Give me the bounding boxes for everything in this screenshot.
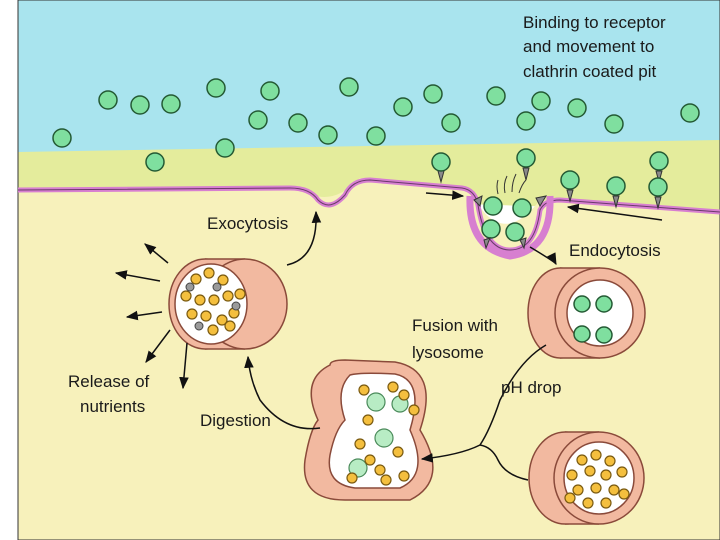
particle <box>52 128 72 148</box>
fusion-arrow <box>420 344 547 463</box>
particle <box>130 95 150 115</box>
particle <box>680 103 700 123</box>
binding-label-line2: and movement to <box>523 37 654 56</box>
frame-border <box>17 0 720 540</box>
extracellular-space <box>18 0 720 155</box>
clathrin-coated-pit <box>466 173 554 260</box>
particle <box>516 111 536 131</box>
binding-label-line3: clathrin coated pit <box>523 62 657 81</box>
particle <box>248 110 268 130</box>
release-arrows <box>114 243 189 390</box>
digestion-arrow <box>244 355 321 430</box>
particle <box>288 113 308 133</box>
particle <box>215 138 235 158</box>
receptor <box>649 151 669 184</box>
pit-particle <box>512 198 532 218</box>
lysosome-link <box>479 444 529 481</box>
receptor <box>431 152 451 184</box>
ph-drop-label: pH drop <box>501 378 561 397</box>
particle <box>393 97 413 117</box>
arrow-to-pit-left <box>425 190 465 200</box>
particle <box>161 94 181 114</box>
lysosome <box>528 431 645 525</box>
exocytosis-label: Exocytosis <box>207 214 288 233</box>
particle <box>339 77 359 97</box>
exocytosis-vesicle <box>168 258 288 350</box>
fusion-label-line1: Fusion with <box>412 316 498 335</box>
particle <box>318 125 338 145</box>
release-label-line1: Release of <box>68 372 150 391</box>
particle <box>567 98 587 118</box>
receptor <box>648 177 668 210</box>
receptor <box>606 176 626 209</box>
receptor-bound-particles <box>431 148 669 210</box>
pit-particle <box>483 196 503 216</box>
clathrin-bristles <box>496 173 527 195</box>
pit-particle <box>481 219 501 239</box>
particle <box>423 84 443 104</box>
arrow-to-pit-right <box>566 203 663 221</box>
receptor <box>560 170 580 203</box>
particle <box>366 126 386 146</box>
particle <box>486 86 506 106</box>
binding-label-line1: Binding to receptor <box>523 13 666 32</box>
endosome <box>527 267 646 359</box>
particle <box>531 91 551 111</box>
particle <box>604 114 624 134</box>
fusion-label-line2: lysosome <box>412 343 484 362</box>
fused-vesicle <box>303 359 434 501</box>
particle <box>260 81 280 101</box>
particle <box>145 152 165 172</box>
endocytosis-arrow <box>529 246 557 266</box>
particle <box>206 78 226 98</box>
particle <box>98 90 118 110</box>
release-label-line2: nutrients <box>80 397 145 416</box>
free-particles <box>52 77 700 172</box>
endocytosis-label: Endocytosis <box>569 241 661 260</box>
digestion-label: Digestion <box>200 411 271 430</box>
pit-particle <box>505 222 525 242</box>
receptor <box>516 148 536 181</box>
particle <box>441 113 461 133</box>
plasma-membrane-edge <box>17 179 720 251</box>
exocytosis-arrow <box>286 210 322 266</box>
